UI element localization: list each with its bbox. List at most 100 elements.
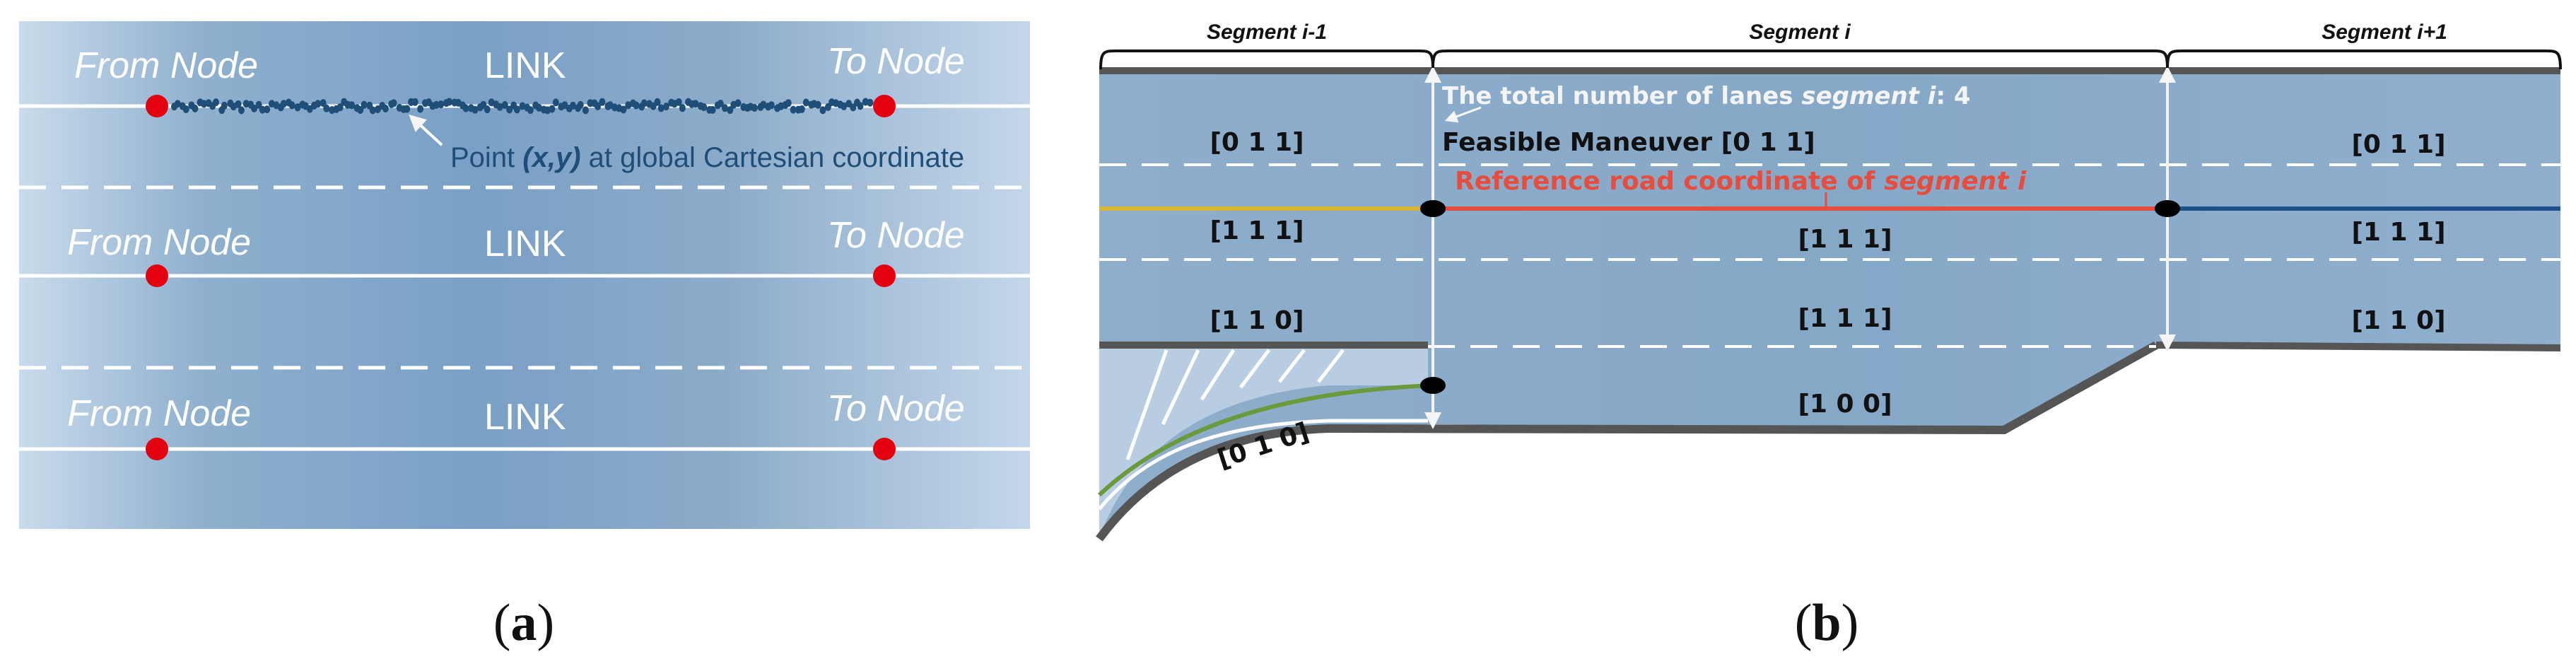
gps-point bbox=[727, 106, 734, 115]
gps-point bbox=[288, 101, 295, 110]
segment-label-curr: Segment i bbox=[1749, 21, 1851, 44]
link-label: LINK bbox=[484, 223, 566, 264]
gps-point bbox=[411, 98, 418, 106]
gps-point bbox=[654, 98, 661, 106]
from-node-dot bbox=[146, 95, 168, 117]
gore-area bbox=[1099, 346, 1428, 537]
gps-point bbox=[595, 102, 602, 110]
gps-point-cluster bbox=[171, 98, 874, 115]
boundary-node bbox=[2155, 200, 2180, 217]
caption-b: (b) bbox=[1795, 594, 1858, 652]
entrance-reference-line bbox=[1097, 383, 1434, 497]
gps-point bbox=[484, 105, 491, 114]
caption-a-letter: a bbox=[511, 594, 537, 652]
gps-point bbox=[785, 99, 792, 107]
from-node-label: From Node bbox=[67, 393, 251, 434]
caption-b-letter: b bbox=[1812, 594, 1841, 652]
maneuver-label: [1 1 0] bbox=[2351, 306, 2445, 335]
gps-point bbox=[238, 106, 245, 115]
gps-point bbox=[679, 104, 686, 112]
gps-point bbox=[201, 100, 207, 108]
gps-point bbox=[657, 104, 665, 112]
gps-point bbox=[501, 101, 508, 109]
maneuver-label: [1 1 1] bbox=[1798, 225, 1892, 254]
gps-point bbox=[369, 106, 376, 115]
gps-point bbox=[315, 100, 322, 108]
maneuver-label: [1 1 1] bbox=[2351, 218, 2445, 247]
gps-point bbox=[790, 105, 797, 114]
lanes-note-pre: The total number of lanes bbox=[1442, 82, 1801, 110]
gps-point bbox=[174, 100, 181, 108]
caption-a: (a) bbox=[493, 594, 554, 652]
gps-point bbox=[336, 103, 344, 112]
boundary-node bbox=[1420, 200, 1446, 217]
gps-point bbox=[709, 105, 716, 114]
gps-point bbox=[819, 106, 826, 115]
point-label: Point (x,y) at global Cartesian coordina… bbox=[450, 142, 964, 173]
gps-point bbox=[692, 100, 699, 108]
gps-point bbox=[417, 105, 424, 113]
gps-point bbox=[599, 98, 606, 106]
maneuver-label: [1 1 1] bbox=[1798, 304, 1892, 333]
gore-hatch-lines bbox=[1125, 349, 1345, 460]
to-node-dot bbox=[873, 264, 896, 287]
gps-point bbox=[867, 98, 874, 107]
gps-point bbox=[640, 99, 648, 107]
gps-point bbox=[251, 104, 257, 112]
gps-point bbox=[841, 102, 848, 110]
link-label: LINK bbox=[484, 397, 566, 438]
gps-point bbox=[259, 105, 266, 114]
gps-point bbox=[527, 106, 534, 115]
lanes-note-arrow bbox=[1444, 106, 1482, 123]
maneuver-label: [0 1 1] bbox=[2351, 130, 2445, 159]
from-node-dot bbox=[146, 438, 168, 460]
gps-point bbox=[182, 105, 189, 113]
gps-point bbox=[734, 99, 742, 107]
gps-point bbox=[717, 100, 724, 107]
boundary-node bbox=[1420, 377, 1446, 394]
feasible-maneuver-label: Feasible Maneuver [0 1 1] bbox=[1442, 128, 1815, 157]
gps-point bbox=[506, 105, 513, 114]
main-road bbox=[1099, 71, 2560, 537]
from-node-label: From Node bbox=[74, 45, 258, 86]
gps-point bbox=[633, 101, 640, 110]
gps-point bbox=[374, 105, 381, 113]
gps-point bbox=[814, 100, 821, 109]
road-edge-next bbox=[2155, 342, 2561, 351]
gps-point bbox=[320, 99, 327, 107]
reference-label-em: segment i bbox=[1884, 167, 2027, 196]
gps-point bbox=[472, 105, 479, 114]
gps-point bbox=[404, 105, 411, 113]
gps-point bbox=[620, 105, 627, 114]
gps-point bbox=[549, 105, 556, 113]
gps-point bbox=[751, 104, 758, 112]
gps-point bbox=[513, 105, 520, 114]
to-node-dot bbox=[873, 95, 896, 117]
gps-point bbox=[192, 104, 199, 112]
segment-label-prev: Segment i-1 bbox=[1207, 21, 1327, 44]
maneuver-label: [1 1 1] bbox=[1210, 216, 1304, 245]
gps-point bbox=[802, 98, 809, 107]
reference-label-pre: Reference road coordinate of bbox=[1455, 167, 1884, 196]
reference-label: Reference road coordinate of segment i bbox=[1455, 167, 2027, 196]
to-node-label: To Node bbox=[827, 388, 965, 429]
gps-point bbox=[570, 101, 576, 110]
gps-point bbox=[701, 103, 708, 111]
lanes-note-em: segment i bbox=[1801, 82, 1936, 110]
point-label-post: at global Cartesian coordinate bbox=[581, 142, 965, 173]
gps-point bbox=[577, 100, 584, 109]
from-node-label: From Node bbox=[67, 222, 251, 263]
to-node-dot bbox=[873, 438, 896, 460]
gps-point bbox=[264, 105, 271, 114]
gps-point bbox=[582, 106, 589, 115]
gps-point bbox=[496, 103, 503, 111]
point-label-pre: Point bbox=[450, 142, 522, 173]
from-node-dot bbox=[146, 264, 168, 287]
maneuver-label: [0 1 1] bbox=[1210, 128, 1304, 157]
lane-dividers bbox=[1099, 163, 2560, 348]
maneuver-label: [1 1 0] bbox=[1210, 306, 1304, 335]
gps-point bbox=[721, 104, 728, 112]
to-node-label: To Node bbox=[827, 41, 965, 82]
gps-point bbox=[390, 99, 397, 107]
link-label: LINK bbox=[484, 45, 566, 86]
